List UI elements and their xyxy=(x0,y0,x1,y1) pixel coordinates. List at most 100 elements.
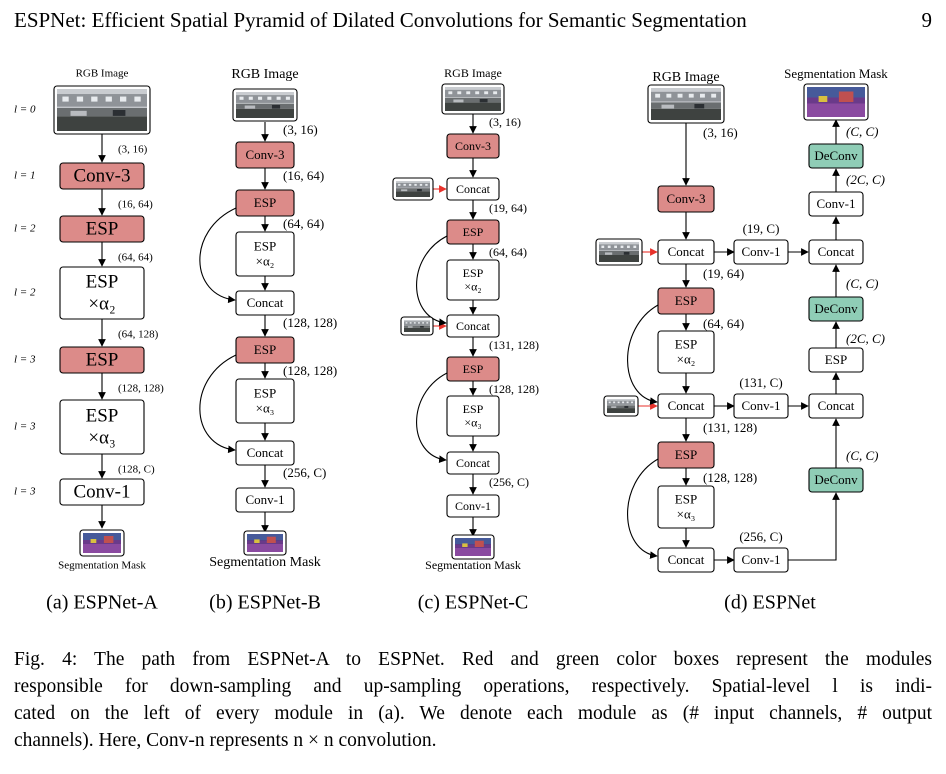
panel-a-module-multiplier: ×α₂ xyxy=(88,293,115,314)
panel-d-caption: (d) ESPNet xyxy=(724,592,816,614)
channel-dims: (128, C) xyxy=(118,464,155,476)
skip-connection xyxy=(627,304,659,405)
channel-dims: (3, 16) xyxy=(118,144,148,156)
segmentation-mask-title: Segmentation Mask xyxy=(58,560,146,572)
caption-line: cated on the left of every module in (a)… xyxy=(14,703,932,724)
panel-b-module-multiplier: ×α₃ xyxy=(256,400,275,415)
channel-dims: (2C, C) xyxy=(846,331,885,346)
panel-c-module xyxy=(446,451,500,475)
panel-d-module xyxy=(657,185,715,213)
panel-d-module xyxy=(657,485,715,529)
rgb-image xyxy=(232,88,298,122)
channel-dims: (C, C) xyxy=(846,448,879,463)
flow-arrow xyxy=(788,492,840,561)
panel-d-decoder-module xyxy=(808,143,864,169)
channel-dims: (128, 128) xyxy=(118,383,164,395)
panel-a-module xyxy=(59,346,145,374)
panel-d-module xyxy=(657,441,715,469)
panel-b-module xyxy=(235,487,295,513)
panel-c-module xyxy=(446,177,500,201)
skip-connection xyxy=(199,207,237,304)
input-thumbnail xyxy=(392,177,434,201)
channel-dims: (131, 128) xyxy=(489,338,539,352)
rgb-image-title: RGB Image xyxy=(444,66,502,80)
panel-d-module-multiplier: ×α₂ xyxy=(677,351,696,366)
channel-dims: (128, 128) xyxy=(283,315,337,330)
panel-d-module xyxy=(657,393,715,419)
panel-d-module-multiplier: ×α₃ xyxy=(677,506,696,521)
skip-connection xyxy=(416,372,448,464)
panel-d-module-label: ESP xyxy=(675,492,697,507)
panel-c-module-label: ESP xyxy=(463,266,484,280)
segmentation-mask-image xyxy=(803,83,869,121)
panel-c-caption: (c) ESPNet-C xyxy=(418,592,529,614)
rgb-image xyxy=(647,84,725,124)
channel-dims: (64, 64) xyxy=(118,252,153,264)
panel-a-module-label: Conv-1 xyxy=(74,481,131,502)
channel-dims: (3, 16) xyxy=(703,125,738,140)
panel-b-module-label: ESP xyxy=(254,386,276,401)
panel-a-module xyxy=(59,478,145,506)
panel-c-module xyxy=(446,219,500,245)
panel-c-module-label: Concat xyxy=(456,319,491,333)
panel-c-module xyxy=(446,259,500,301)
skip-connection xyxy=(199,354,237,454)
input-thumbnail xyxy=(595,238,643,266)
caption-line: responsible for down-sampling and up-sam… xyxy=(14,676,932,697)
panel-c-module-label: Concat xyxy=(456,456,491,470)
rgb-image xyxy=(441,83,505,115)
panel-d-conv1 xyxy=(733,239,789,265)
panel-b-module-multiplier: ×α₂ xyxy=(256,253,275,268)
panel-c-module-multiplier: ×α₂ xyxy=(464,280,481,294)
channel-dims: (C, C) xyxy=(846,124,879,139)
channel-dims: (16, 64) xyxy=(283,168,324,183)
channel-dims: (128, 128) xyxy=(283,363,337,378)
segmentation-mask-image xyxy=(243,530,287,556)
channel-dims: (128, 128) xyxy=(703,470,757,485)
panel-d-module-label: Conv-3 xyxy=(667,191,706,206)
panel-b-module-label: Concat xyxy=(247,295,284,310)
channel-dims: (19, 64) xyxy=(703,266,744,281)
channel-dims: (256, C) xyxy=(489,475,529,489)
spatial-level-label: l = 2 xyxy=(14,223,36,235)
channel-dims: (64, 64) xyxy=(703,316,744,331)
spatial-level-label: l = 3 xyxy=(14,354,36,366)
panel-b-module-label: Concat xyxy=(247,445,284,460)
panel-a-module xyxy=(59,162,145,190)
panel-a-module-label: ESP xyxy=(86,218,119,239)
segmentation-mask-image xyxy=(79,529,125,557)
segmentation-mask-title: Segmentation Mask xyxy=(209,555,321,570)
rgb-image-title: RGB Image xyxy=(231,67,298,82)
panel-d-decoder-module xyxy=(808,467,864,493)
spatial-level-label: l = 1 xyxy=(14,170,35,182)
segmentation-mask-title: Segmentation Mask xyxy=(784,66,888,81)
panel-c-module xyxy=(446,395,500,437)
channel-dims: (64, 64) xyxy=(489,245,527,259)
panel-d-module xyxy=(657,287,715,315)
panel-b-module xyxy=(235,189,295,217)
panel-c-module-label: ESP xyxy=(463,402,484,416)
panel-b-module-label: ESP xyxy=(254,239,276,254)
panel-a-module-label: ESP xyxy=(86,405,119,426)
running-title: ESPNet: Efficient Spatial Pyramid of Dil… xyxy=(14,8,747,32)
spatial-level-label: l = 2 xyxy=(14,287,36,299)
channel-dims: (131, 128) xyxy=(703,420,757,435)
panel-d-conv1 xyxy=(733,547,789,573)
panel-d-module-label: Concat xyxy=(668,552,705,567)
panel-c-module-label: ESP xyxy=(463,362,484,376)
panel-d-conv1 xyxy=(733,393,789,419)
panel-d-decoder-module xyxy=(808,393,864,419)
panel-b-module xyxy=(235,378,295,424)
channel-dims: (19, C) xyxy=(743,221,780,236)
panel-a-module-label: ESP xyxy=(86,349,119,370)
page-number: 9 xyxy=(921,8,933,32)
channel-dims: (256, C) xyxy=(283,465,326,480)
caption-line: channels). Here, Conv-n represents n × n… xyxy=(14,730,437,751)
channel-dims: (2C, C) xyxy=(846,172,885,187)
panel-d-module xyxy=(657,547,715,573)
channel-dims: (3, 16) xyxy=(283,122,318,137)
rgb-image-title: RGB Image xyxy=(652,70,719,85)
segmentation-mask-title: Segmentation Mask xyxy=(425,558,521,572)
panel-d-module-label: Concat xyxy=(668,244,705,259)
panel-d-conv1-label: Conv-1 xyxy=(742,398,781,413)
